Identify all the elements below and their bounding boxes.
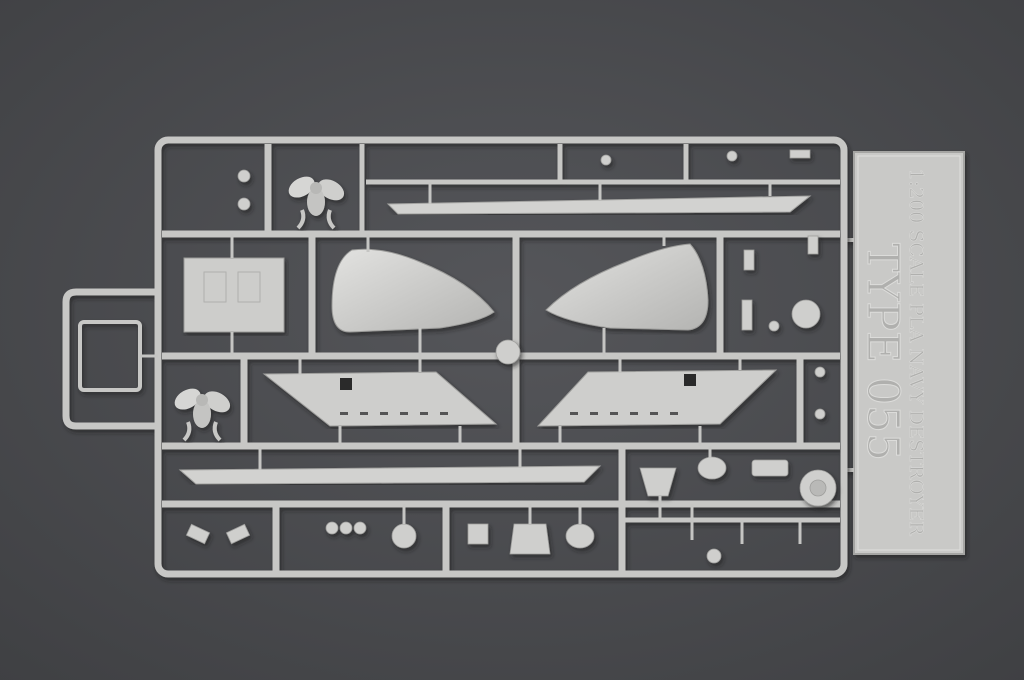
- small-parts: [185, 149, 837, 564]
- sprue-frame: [62, 136, 848, 578]
- hangar-box-part: [183, 257, 285, 333]
- hull-part-right-bow: [545, 243, 709, 331]
- plate-type-text: TYPE 055: [857, 243, 908, 461]
- plate-scale-text: 1:200 SCALE PLA NAVY DESTROYER: [905, 169, 927, 537]
- superstructure-right: [536, 369, 778, 427]
- propeller-bottom-icon: [174, 388, 231, 442]
- deck-strip-bottom: [178, 465, 602, 485]
- propeller-top-icon: [288, 176, 345, 230]
- superstructure-left: [262, 371, 498, 427]
- nameplate: [842, 151, 965, 555]
- sprue-gates: [140, 182, 802, 544]
- deck-strip-top: [386, 195, 812, 215]
- hull-part-left-bow: [331, 248, 495, 333]
